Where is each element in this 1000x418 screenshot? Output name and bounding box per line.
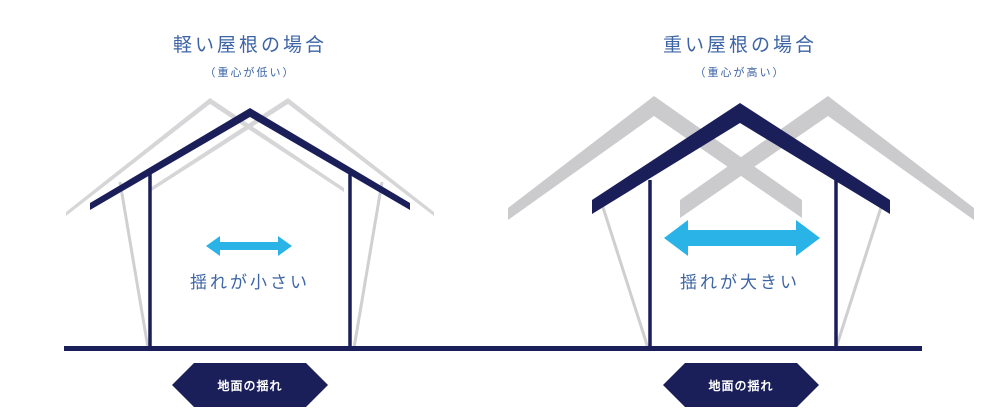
small-sway-arrow-icon bbox=[206, 236, 292, 256]
right-house-subtitle: （重心が高い） bbox=[694, 66, 786, 79]
right-ghost-house-right bbox=[680, 96, 974, 349]
left-sway-label: 揺れが小さい bbox=[190, 273, 310, 293]
left-ground-label: 地面の揺れ bbox=[217, 379, 283, 393]
left-ground-sway-arrow-icon bbox=[172, 363, 328, 407]
right-house-title: 重い屋根の場合 bbox=[662, 34, 817, 56]
left-house bbox=[66, 98, 434, 349]
left-ghost-house-left bbox=[66, 98, 344, 349]
left-ghost-house-right bbox=[150, 98, 434, 349]
left-house-subtitle: （重心が低い） bbox=[204, 66, 296, 79]
right-ground-sway-arrow-icon bbox=[663, 363, 819, 407]
large-sway-arrow-icon bbox=[664, 220, 820, 256]
right-sway-label: 揺れが大きい bbox=[680, 273, 800, 293]
ground-line bbox=[64, 346, 922, 351]
right-ground-label: 地面の揺れ bbox=[708, 379, 774, 393]
right-ghost-house-left bbox=[508, 96, 802, 349]
right-house bbox=[508, 96, 974, 349]
left-house-title: 軽い屋根の場合 bbox=[172, 34, 327, 56]
